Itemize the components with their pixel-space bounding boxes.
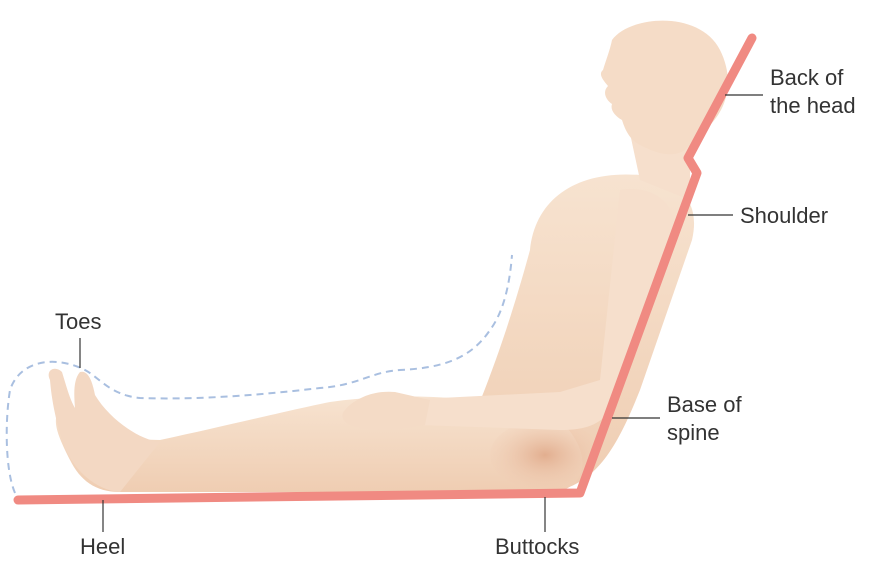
head <box>601 21 728 155</box>
label-back-of-head: Back of the head <box>770 64 856 120</box>
label-back-of-head-line2: the head <box>770 92 856 120</box>
label-shoulder: Shoulder <box>740 202 828 230</box>
hand <box>342 392 430 430</box>
human-figure <box>49 21 728 492</box>
label-base-of-spine-line2: spine <box>667 419 742 447</box>
label-back-of-head-line1: Back of <box>770 64 856 92</box>
label-heel: Heel <box>80 533 125 561</box>
label-buttocks: Buttocks <box>495 533 579 561</box>
label-toes: Toes <box>55 308 101 336</box>
label-base-of-spine: Base of spine <box>667 391 742 447</box>
label-base-of-spine-line1: Base of <box>667 391 742 419</box>
